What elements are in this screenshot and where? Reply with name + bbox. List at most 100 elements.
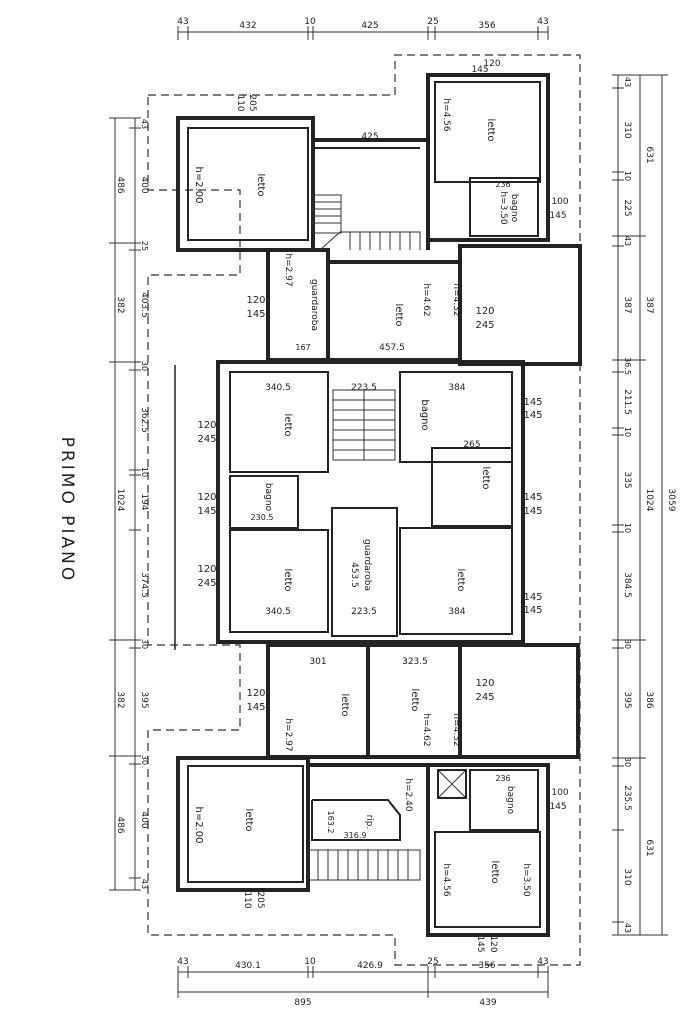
dim-left-inner-10: 395 [139,691,149,708]
dim-right-inner-9: 335 [622,471,632,488]
dim-right-inner-1: 310 [622,121,632,138]
room-label: bagno [419,399,430,430]
dim-left-inner-1: 400 [139,176,149,193]
dim-left-inner-12: 400 [139,811,149,828]
room-height: h=4.62 [421,283,431,316]
interior-dim: 163.2 [326,811,335,834]
interior-dim: 110 [235,94,245,111]
dim-top-4: 25 [427,17,438,27]
window-b: 145 [246,702,265,713]
interior-dim: 100 [551,197,568,207]
interior-dim: 236 [495,180,510,189]
window-a: 120 [246,295,265,306]
dim-left-inner-4: 30 [140,361,149,371]
room-label: guardaroba [309,279,319,331]
bottom-dimensions: 43 430.1 10 426.9 25 356 43 895 439 205 … [177,891,548,1008]
interior-dim: 316.9 [344,831,367,840]
dim-left-inner-8: 374.5 [139,572,149,598]
window-b: 245 [197,578,216,589]
interior-dimensions: 425 236 100 145 167 457.5 340.5 223.5 38… [235,94,569,840]
dim-bottom-10: 110 [242,891,252,908]
dim-right-outer-0: 3059 [666,489,676,512]
right-dimensions: 43 310 10 225 43 387 36.5 211.5 10 335 1… [612,74,676,936]
dim-bottom-8: 439 [479,998,496,1008]
dim-left-outer-1: 382 [115,296,125,313]
interior-dim: 425 [361,132,378,142]
dim-right-inner-13: 395 [622,691,632,708]
room-labels: letto h=2.00 letto h=4.56 bagno h=3.50 g… [193,98,531,897]
dim-right-inner-15: 235.5 [622,785,632,811]
room-label: letto [485,119,496,142]
dim-right-inner-16: 310 [622,868,632,885]
interior-dim: 340.5 [265,607,291,617]
room-height: h=3.50 [498,191,508,225]
dim-right-inner-12: 30 [623,639,632,649]
interior-dim: 301 [309,657,326,667]
plan-title: PRIMO PIANO [57,437,77,584]
room-height: h=2.00 [193,167,204,204]
dim-bottom-3: 426.9 [357,961,383,971]
room-label: bagno [505,786,515,815]
window-a: 120 [246,688,265,699]
room-height: h=2.40 [403,778,413,812]
window-b: 145 [246,309,265,320]
dim-left-inner-5: 362.5 [139,407,149,433]
dim-top-2: 10 [304,17,316,27]
dim-right-inner-6: 36.5 [623,357,632,375]
interior-dim: 145 [549,802,566,812]
room-label: letto [489,861,500,884]
walls [176,73,582,937]
dim-left-outer-4: 486 [115,816,125,833]
window-b: 145 [523,506,542,517]
interior-dim: 323.5 [402,657,428,667]
dim-left-inner-11: 30 [140,755,149,765]
dim-bottom-0: 43 [177,957,188,967]
window-labels: 120 145 120 245 120 245 145 145 120 145 … [197,295,542,713]
top-dimensions: 43 432 10 425 25 356 43 120 145 [177,17,548,75]
window-b: 145 [523,605,542,616]
room-height: h=2.97 [283,253,293,286]
interior-dim: 457.5 [379,343,405,353]
dim-top-1: 432 [239,21,256,31]
window-b: 245 [475,692,494,703]
dim-left-outer-2: 1024 [115,489,125,512]
window-a: 145 [523,592,542,603]
dim-bottom-11: 120 [488,935,498,952]
room-height: h=4.56 [441,98,451,132]
interior-dim: 384 [448,383,465,393]
interior-dim: 384 [448,607,465,617]
dim-top-5: 356 [478,21,495,31]
window-a: 145 [523,397,542,408]
dim-right-mid-4: 631 [644,839,654,856]
window-b: 245 [197,434,216,445]
room-label: letto [243,809,254,832]
dim-left-inner-6: 10 [140,467,149,477]
dim-top-7: 120 [483,59,500,69]
interior-dim: 265 [463,440,480,450]
dim-left-inner-3: 403.5 [139,292,149,318]
room-label: bagno [263,483,273,512]
window-a: 120 [197,492,216,503]
room-height: h=4.62 [421,713,431,746]
interior-dim: 230.5 [251,513,274,522]
room-height: h=4.32 [451,713,461,746]
interior-dim: 100 [551,788,568,798]
room-label: letto [455,569,466,592]
dim-left-inner-7: 194 [139,493,149,510]
dim-right-inner-7: 211.5 [622,389,632,415]
dim-bottom-6: 43 [537,957,548,967]
dim-right-mid-3: 386 [644,691,654,708]
window-b: 145 [197,506,216,517]
room-height: h=3.50 [521,863,531,897]
dim-right-mid-0: 631 [644,146,654,163]
dim-left-outer-0: 486 [115,176,125,193]
dim-bottom-9: 205 [255,891,265,908]
dim-bottom-7: 895 [294,998,311,1008]
room-label: letto [480,467,491,490]
dim-right-inner-11: 384.5 [622,572,632,598]
dim-bottom-1: 430.1 [235,961,261,971]
interior-dim: 145 [549,211,566,221]
dim-bottom-2: 10 [304,957,316,967]
dim-right-inner-17: 43 [623,923,632,933]
